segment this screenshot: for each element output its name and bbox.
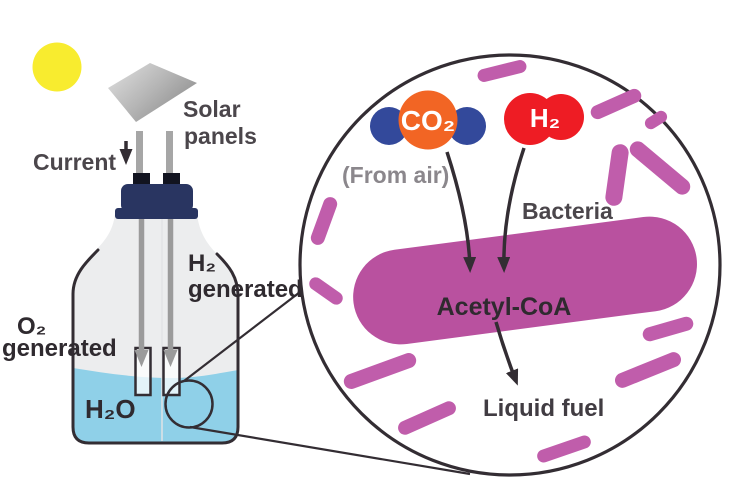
o2-generated-label-line1: O₂: [17, 313, 46, 340]
bacteria-rod: [537, 435, 591, 463]
bacteria-rod: [310, 197, 338, 245]
h2-generated-label-line1: H₂: [188, 250, 216, 277]
h2-molecule-icon: H₂: [504, 93, 584, 145]
h2-atom-right: [538, 94, 584, 140]
large-bacterium: [353, 216, 697, 345]
co2-label: CO₂: [401, 105, 455, 136]
co2-molecule-icon: CO₂: [370, 90, 486, 150]
co2-oxygen-atom-left: [370, 107, 408, 145]
acetyl-coa-label: Acetyl-CoA: [437, 293, 572, 321]
water-label: H₂O: [85, 394, 136, 424]
bacteria-rod: [615, 352, 681, 388]
bacteria-rod: [590, 88, 642, 120]
bacteria-rods: [309, 60, 694, 463]
bacteria-rod: [477, 60, 527, 82]
h2-to-bacterium-arrow: [497, 147, 526, 273]
co2-to-bacterium-arrow: [445, 151, 477, 273]
bacteria-rod: [398, 401, 456, 435]
co2-oxygen-atom-right: [448, 107, 486, 145]
bacteria-rod: [309, 277, 343, 305]
o2-generated-label-line2: generated: [2, 335, 117, 362]
bacteria-rod: [343, 353, 417, 389]
wire-left: [136, 131, 143, 179]
water: [73, 368, 238, 443]
solar-panels-label-line2: panels: [184, 123, 257, 149]
magnifier-line-top: [183, 291, 301, 382]
h2-generated-label-line2: generated: [188, 276, 303, 303]
magnifier-line-bottom: [189, 425, 471, 476]
h2-label: H₂: [530, 103, 560, 133]
bottle-outline: [71, 248, 240, 445]
bacteria-rod: [629, 141, 691, 195]
bacteria-rod: [644, 110, 668, 130]
wire-right: [166, 131, 173, 179]
acetyl-to-fuel-arrow: [494, 321, 519, 386]
solar-panel-icon: [108, 63, 197, 122]
bacteria-rod: [642, 316, 694, 342]
co2-carbon-atom: [398, 90, 458, 150]
from-air-label: (From air): [342, 162, 449, 188]
sun-icon: [32, 42, 82, 92]
liquid-fuel-label: Liquid fuel: [483, 395, 604, 422]
magnifier-circle: [164, 379, 214, 429]
bacteria-label: Bacteria: [522, 198, 613, 224]
bacteria-rod: [605, 144, 629, 206]
current-label: Current: [33, 149, 116, 175]
bottle-cap: [121, 184, 193, 212]
bottle-cap-brim: [115, 208, 198, 219]
solar-panels-label-line1: Solar: [183, 96, 241, 122]
